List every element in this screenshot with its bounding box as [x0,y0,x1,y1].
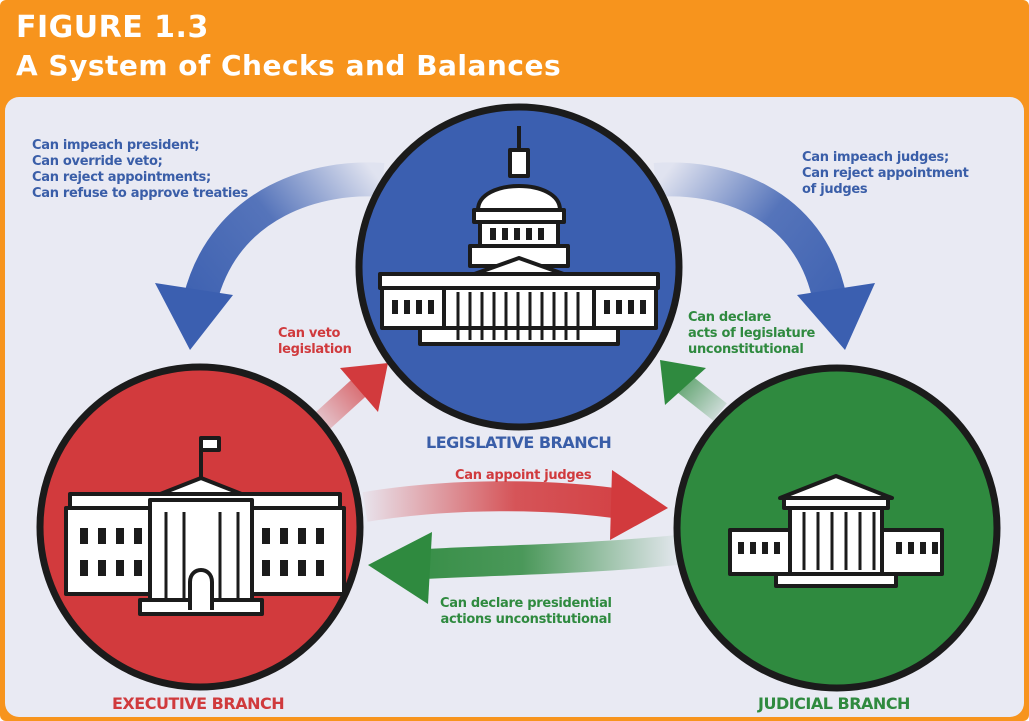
check-text: acts of legislature [688,326,816,341]
judicial-checks-on-executive: Can declare presidential actions unconst… [440,596,612,628]
check-text: Can refuse to approve treaties [32,186,248,201]
check-text: Can reject appointments; [32,170,211,185]
legislative-checks-on-executive: Can impeach president; Can override veto… [32,138,248,202]
capitol-building-icon [378,126,660,346]
legislative-branch-circle [355,103,683,431]
check-text: Can impeach president; [32,138,200,153]
checks-balances-diagram [36,103,1001,692]
judicial-checks-on-legislative: Can declare acts of legislature unconsti… [688,310,815,358]
arrow-executive-to-legislative [310,363,388,434]
judicial-branch-circle [673,364,1001,692]
diagram-panel [5,97,1024,717]
legislative-branch-label: LEGISLATIVE BRANCH [426,433,612,452]
arrow-judicial-to-executive [368,532,679,604]
judicial-branch-label: JUDICIAL BRANCH [758,694,910,713]
executive-branch-circle [36,363,364,691]
check-text: Can impeach judges; [802,150,949,165]
check-text: Can declare [688,310,772,325]
figure-number: FIGURE 1.3 [16,10,209,45]
arrow-legislative-to-executive [155,162,385,350]
check-text: of judges [802,182,868,197]
check-text: Can appoint judges [455,468,592,483]
white-house-icon [64,436,346,616]
check-text: Can veto [278,326,341,341]
check-text: legislation [278,342,352,357]
executive-checks-on-judicial: Can appoint judges [455,468,592,484]
check-text: Can override veto; [32,154,163,169]
figure-header: FIGURE 1.3 A System of Checks and Balanc… [16,10,561,86]
executive-branch-label: EXECUTIVE BRANCH [112,694,285,713]
check-text: unconstitutional [688,342,804,357]
check-text: Can reject appointment [802,166,969,181]
supreme-court-icon [728,474,944,588]
legislative-checks-on-judicial: Can impeach judges; Can reject appointme… [802,150,969,198]
figure-title: A System of Checks and Balances [16,49,562,82]
arrow-judicial-to-legislative [660,360,727,421]
executive-checks-on-legislative: Can veto legislation [278,326,352,358]
arrow-executive-to-judicial [362,470,668,540]
check-text: actions unconstitutional [440,612,612,627]
arrow-legislative-to-judicial [653,162,875,350]
check-text: Can declare presidential [440,596,612,611]
